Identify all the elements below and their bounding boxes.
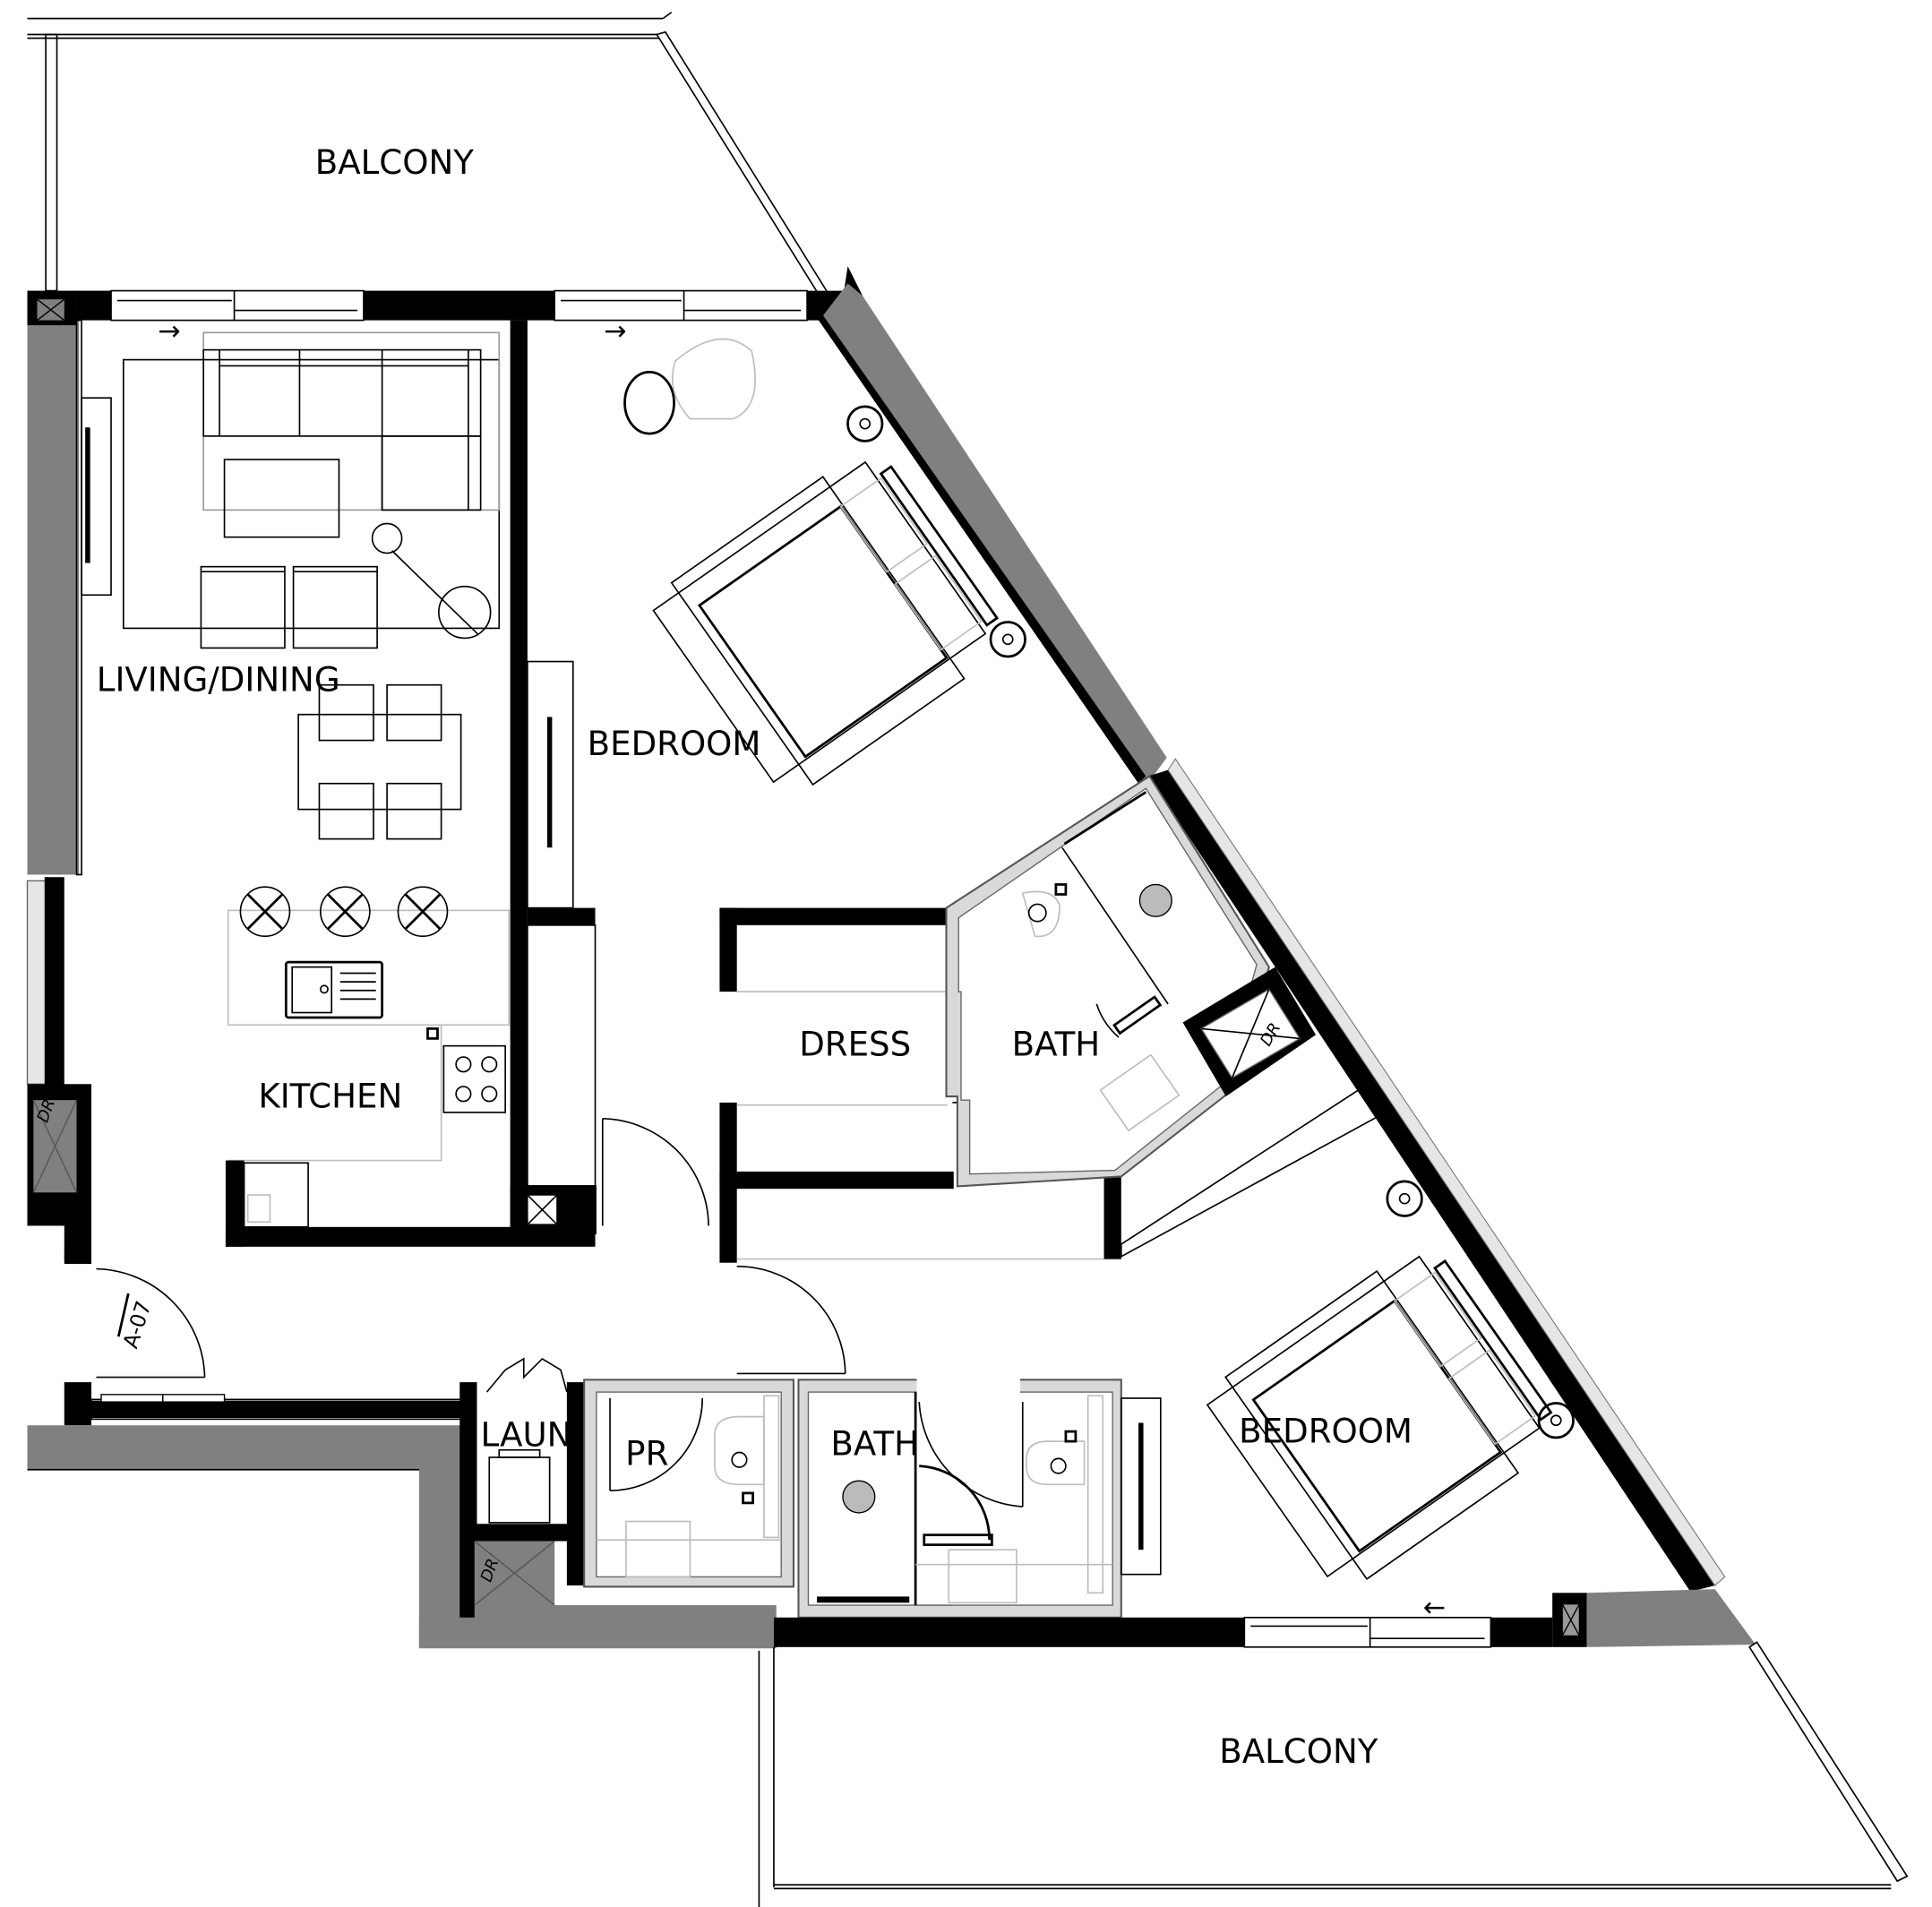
room-label-ensuite-bath: BATH bbox=[1012, 1026, 1101, 1064]
room-label-balcony-north: BALCONY bbox=[315, 143, 474, 182]
room-label-main-bath: BATH bbox=[830, 1424, 919, 1463]
main-bath bbox=[797, 1377, 1122, 1619]
room-label-dress: DRESS bbox=[799, 1026, 911, 1064]
sliding-arrow-icon: → bbox=[604, 316, 626, 348]
south-wall bbox=[418, 1589, 1756, 1649]
bedroom-2-door[interactable] bbox=[736, 1266, 846, 1375]
south-west-wall bbox=[27, 1382, 475, 1649]
bed-icon bbox=[652, 460, 1000, 786]
dining-table bbox=[297, 683, 462, 840]
bedroom-2-furniture: ← bbox=[1120, 1083, 1575, 1623]
balcony-south bbox=[758, 1641, 1909, 1907]
room-labels: BALCONY LIVING/DINING BEDROOM KITCHEN DR… bbox=[97, 143, 1413, 1771]
sliding-arrow-icon: → bbox=[158, 316, 180, 348]
kitchen-island bbox=[227, 886, 511, 1027]
balcony-north bbox=[27, 12, 829, 297]
room-label-bedroom-2: BEDROOM bbox=[1239, 1413, 1413, 1451]
bar-stool-icon bbox=[239, 886, 449, 938]
bed-icon bbox=[1206, 1255, 1553, 1580]
kitchen-bench bbox=[225, 1025, 596, 1247]
living-room-furniture: → bbox=[75, 316, 501, 876]
bedroom-1-furniture: → bbox=[604, 316, 1026, 786]
left-core-wall: DR bbox=[26, 290, 92, 1259]
sink-icon bbox=[284, 960, 383, 1019]
north-wall bbox=[76, 266, 863, 322]
cooktop-icon bbox=[442, 1044, 506, 1113]
room-label-living-dining: LIVING/DINING bbox=[97, 661, 340, 700]
floor-drain-icon bbox=[842, 1480, 876, 1514]
living-bedroom-wall bbox=[510, 320, 597, 1235]
bedroom-1-door[interactable] bbox=[601, 1117, 709, 1226]
entry-door[interactable]: A-07 bbox=[64, 1254, 206, 1379]
room-label-powder-room: PR bbox=[625, 1434, 668, 1473]
powder-room bbox=[583, 1379, 794, 1588]
ensuite-bath bbox=[945, 775, 1270, 1188]
room-label-bedroom-1: BEDROOM bbox=[588, 725, 761, 763]
ensuite-duct: DR bbox=[1182, 966, 1317, 1097]
diagonal-east-wall bbox=[817, 283, 1726, 1592]
door-tag: A-07 bbox=[117, 1298, 156, 1352]
room-label-laundry: LAUN bbox=[481, 1416, 572, 1455]
room-label-balcony-south: BALCONY bbox=[1219, 1732, 1378, 1771]
room-label-kitchen: KITCHEN bbox=[258, 1077, 402, 1115]
